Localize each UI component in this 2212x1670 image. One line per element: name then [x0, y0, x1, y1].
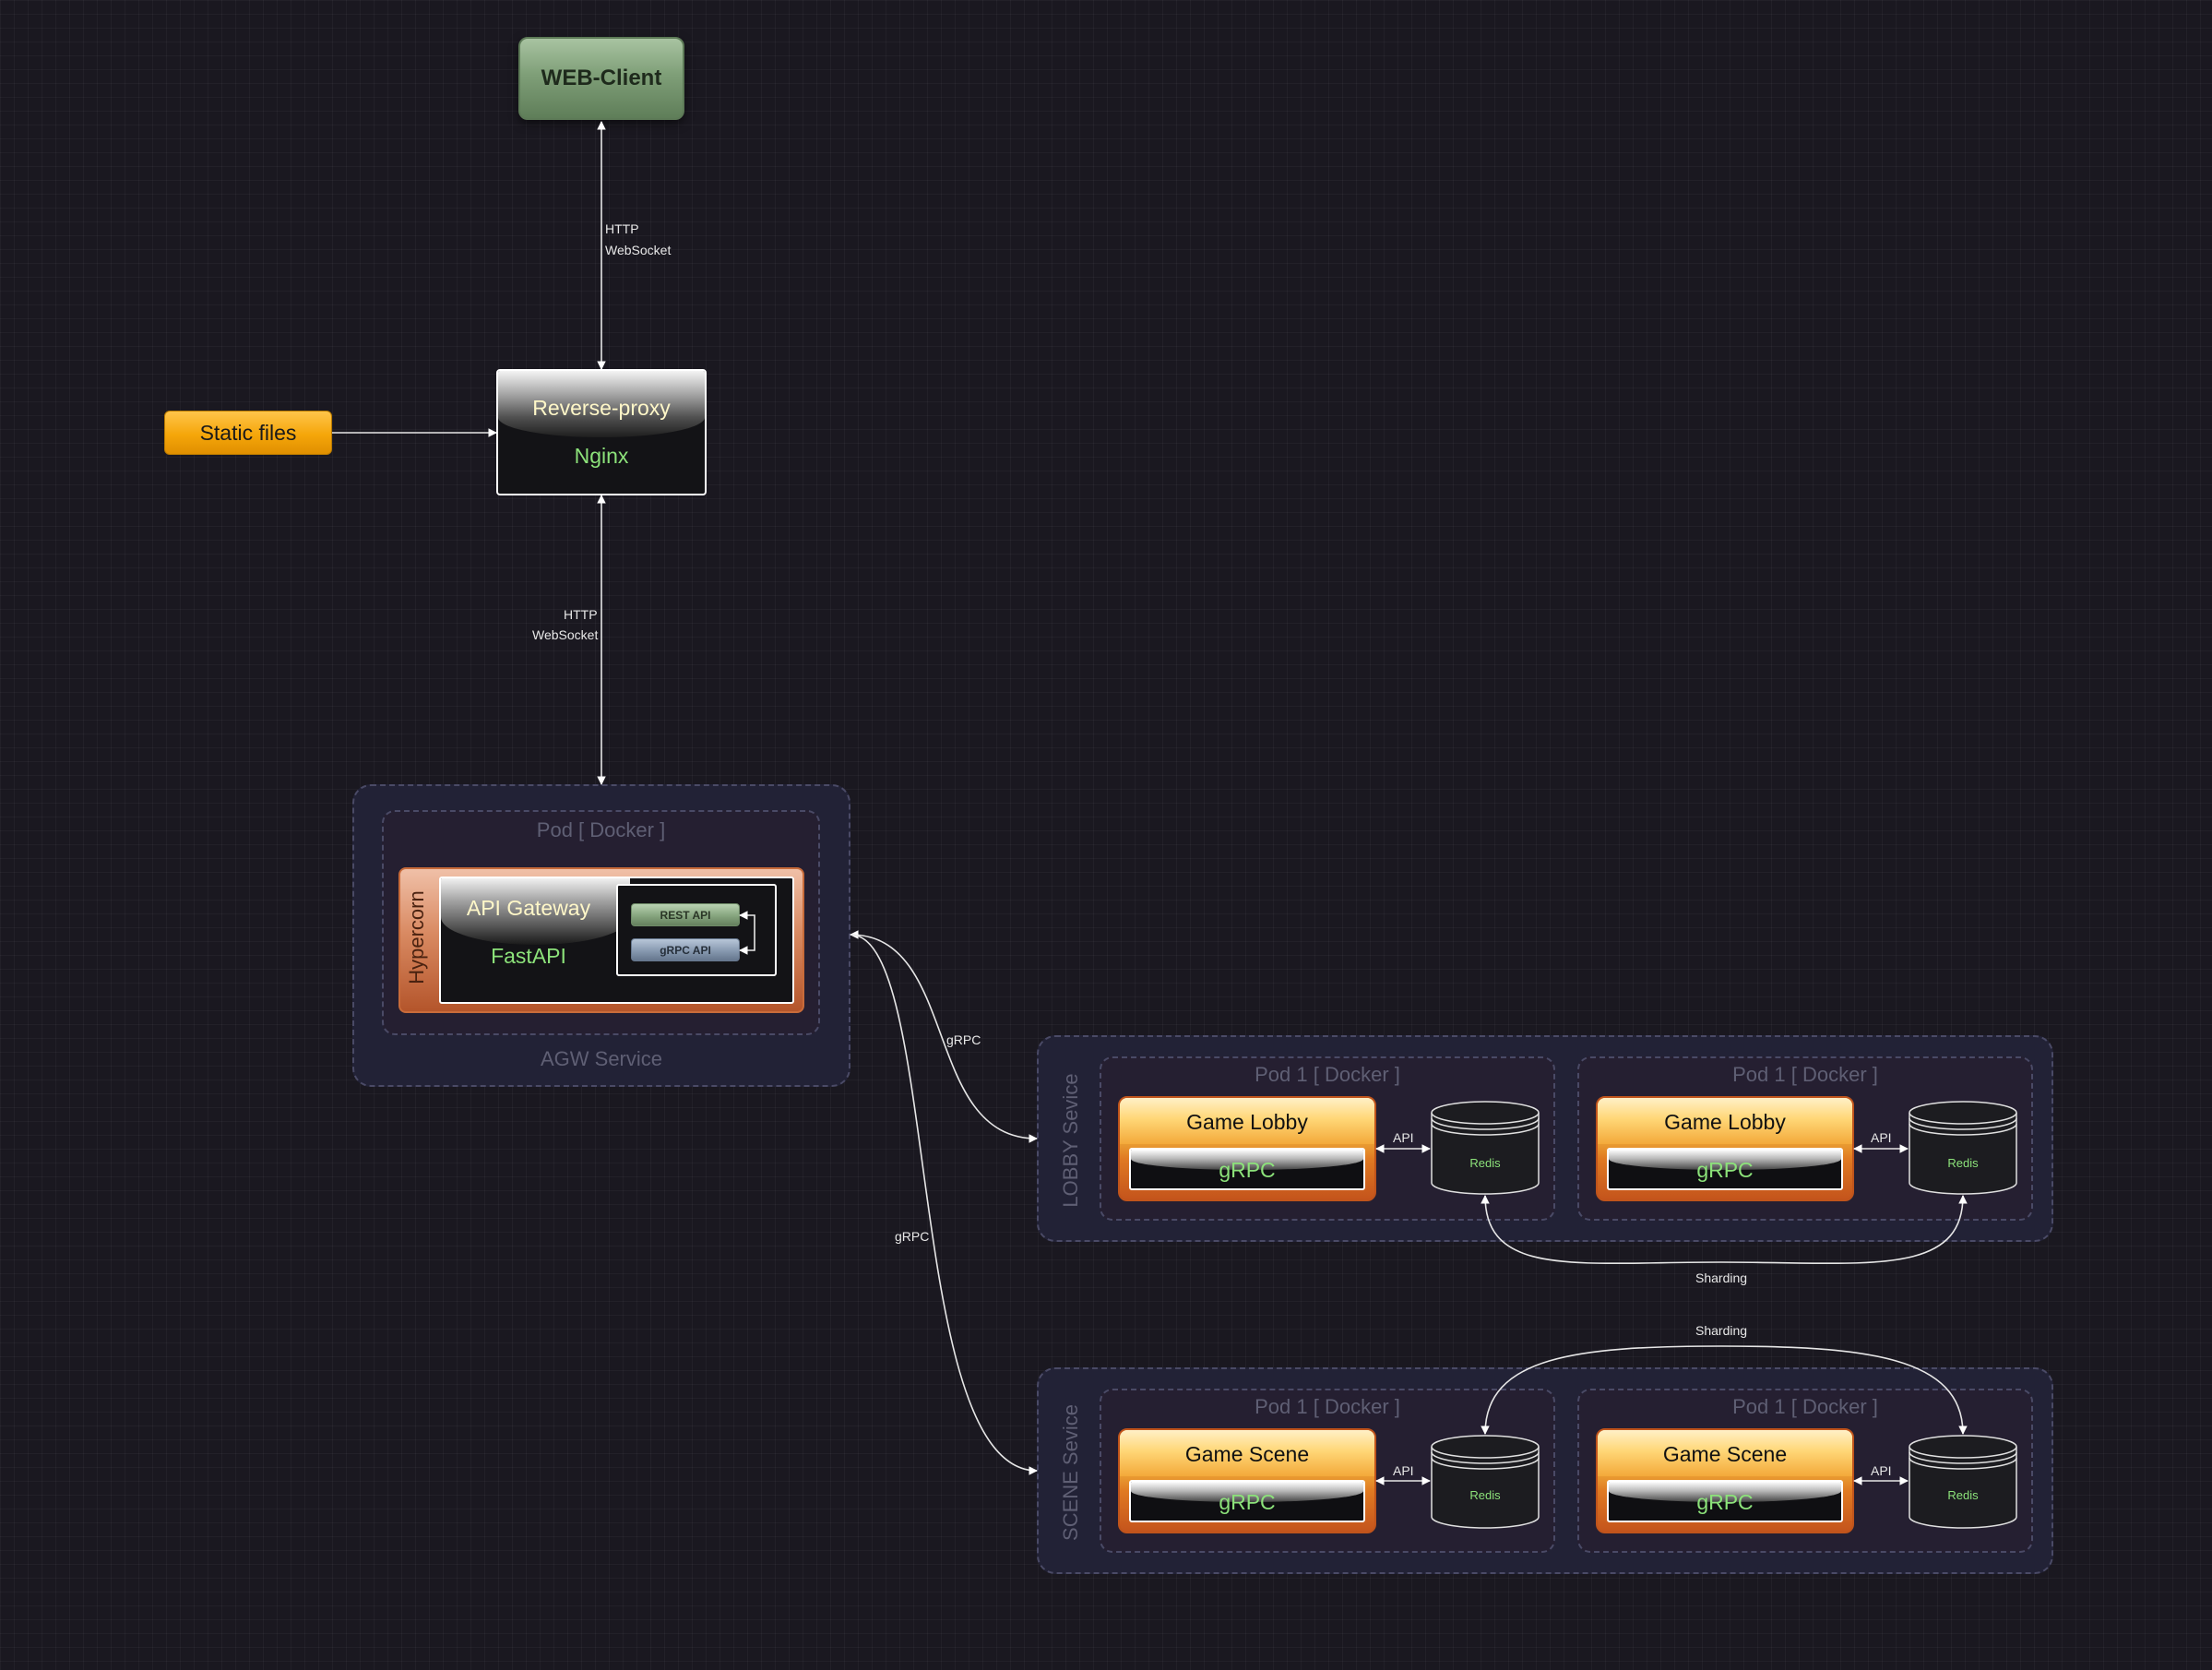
game-lobby-1-header: [1120, 1098, 1374, 1144]
edge-label-http-mid: HTTP: [564, 607, 598, 622]
reverse-proxy-title: Reverse-proxy: [532, 395, 671, 420]
grpc-api-label: gRPC API: [660, 943, 711, 957]
game-scene-1-protocol-box: gRPC: [1129, 1480, 1365, 1522]
game-scene-1-protocol: gRPC: [1219, 1489, 1276, 1514]
game-lobby-2-label: Game Lobby: [1664, 1109, 1786, 1134]
game-scene-2-label: Game Scene: [1662, 1441, 1788, 1466]
api-gateway-tech: FastAPI: [491, 943, 566, 968]
game-scene-1[interactable]: Game Scene gRPC: [1118, 1428, 1376, 1533]
lobby-pod-2-title: Pod 1 [ Docker ]: [1732, 1063, 1878, 1086]
game-scene-2-header: [1598, 1430, 1852, 1476]
edge-label-api-scene1: API: [1393, 1463, 1414, 1478]
edge-agw-scene: [850, 934, 1038, 1475]
database-icon: [1431, 1101, 1540, 1195]
game-scene-2-protocol-box: gRPC: [1607, 1480, 1843, 1522]
game-lobby-2-header: [1598, 1098, 1852, 1144]
game-scene-2-protocol: gRPC: [1696, 1489, 1754, 1514]
game-lobby-1-label: Game Lobby: [1186, 1109, 1308, 1134]
reverse-proxy-gloss: [498, 371, 705, 437]
game-lobby-2-protocol: gRPC: [1696, 1157, 1754, 1182]
rest-api-pill[interactable]: REST API: [631, 903, 740, 926]
redis-scene-1[interactable]: Redis: [1430, 1434, 1540, 1530]
edge-label-api-lobby2: API: [1871, 1130, 1892, 1145]
lobby-pod-1-title: Pod 1 [ Docker ]: [1255, 1063, 1400, 1086]
api-gateway-title: API Gateway: [466, 895, 591, 920]
edge-label-websocket-top: WebSocket: [605, 243, 672, 257]
game-scene-1-label: Game Scene: [1184, 1441, 1310, 1466]
redis-lobby-1[interactable]: Redis: [1430, 1100, 1540, 1196]
edge-label-websocket-mid: WebSocket: [532, 627, 599, 642]
game-lobby-1-protocol: gRPC: [1219, 1157, 1276, 1182]
redis-scene-1-label: Redis: [1469, 1487, 1501, 1502]
edge-label-api-scene2: API: [1871, 1463, 1892, 1478]
game-lobby-1[interactable]: Game Lobby gRPC: [1118, 1096, 1376, 1201]
agw-pod-title: Pod [ Docker ]: [536, 818, 666, 841]
game-lobby-2[interactable]: Game Lobby gRPC: [1596, 1096, 1854, 1201]
web-client-label: WEB-Client: [541, 66, 662, 90]
hypercorn-label: Hypercorn: [405, 890, 428, 984]
edge-label-api-lobby1: API: [1393, 1130, 1414, 1145]
redis-lobby-2[interactable]: Redis: [1908, 1100, 2018, 1196]
database-icon: [1431, 1435, 1540, 1529]
edge-label-grpc-lobby: gRPC: [946, 1032, 981, 1047]
lobby-service-title: LOBBY Sevice: [1059, 1073, 1082, 1208]
edge-label-http-top: HTTP: [605, 221, 639, 236]
scene-service-title: SCENE Sevice: [1059, 1404, 1082, 1541]
scene-pod-2-title: Pod 1 [ Docker ]: [1732, 1395, 1878, 1418]
agw-service-title: AGW Service: [540, 1047, 663, 1070]
database-icon: [1909, 1101, 2017, 1195]
database-icon: [1909, 1435, 2017, 1529]
api-interfaces-box: [616, 884, 777, 976]
edge-label-sharding-lobby: Sharding: [1695, 1270, 1748, 1285]
static-files-node[interactable]: Static files: [164, 411, 332, 455]
redis-lobby-2-label: Redis: [1947, 1155, 1979, 1170]
static-files-label: Static files: [199, 420, 297, 445]
reverse-proxy-node[interactable]: Reverse-proxy Nginx: [496, 369, 707, 495]
redis-scene-2[interactable]: Redis: [1908, 1434, 2018, 1530]
redis-scene-2-label: Redis: [1947, 1487, 1979, 1502]
edge-label-grpc-scene: gRPC: [895, 1229, 930, 1244]
redis-lobby-1-label: Redis: [1469, 1155, 1501, 1170]
edge-label-sharding-scene: Sharding: [1695, 1323, 1748, 1338]
edge-agw-lobby: [850, 930, 1038, 1143]
game-scene-2[interactable]: Game Scene gRPC: [1596, 1428, 1854, 1533]
game-scene-1-header: [1120, 1430, 1374, 1476]
reverse-proxy-tech: Nginx: [574, 443, 629, 468]
grpc-api-pill[interactable]: gRPC API: [631, 938, 740, 961]
web-client-node[interactable]: WEB-Client: [518, 37, 684, 120]
game-lobby-1-protocol-box: gRPC: [1129, 1148, 1365, 1190]
rest-api-label: REST API: [660, 908, 711, 922]
scene-pod-1-title: Pod 1 [ Docker ]: [1255, 1395, 1400, 1418]
api-gateway-gloss: [441, 878, 630, 945]
game-lobby-2-protocol-box: gRPC: [1607, 1148, 1843, 1190]
